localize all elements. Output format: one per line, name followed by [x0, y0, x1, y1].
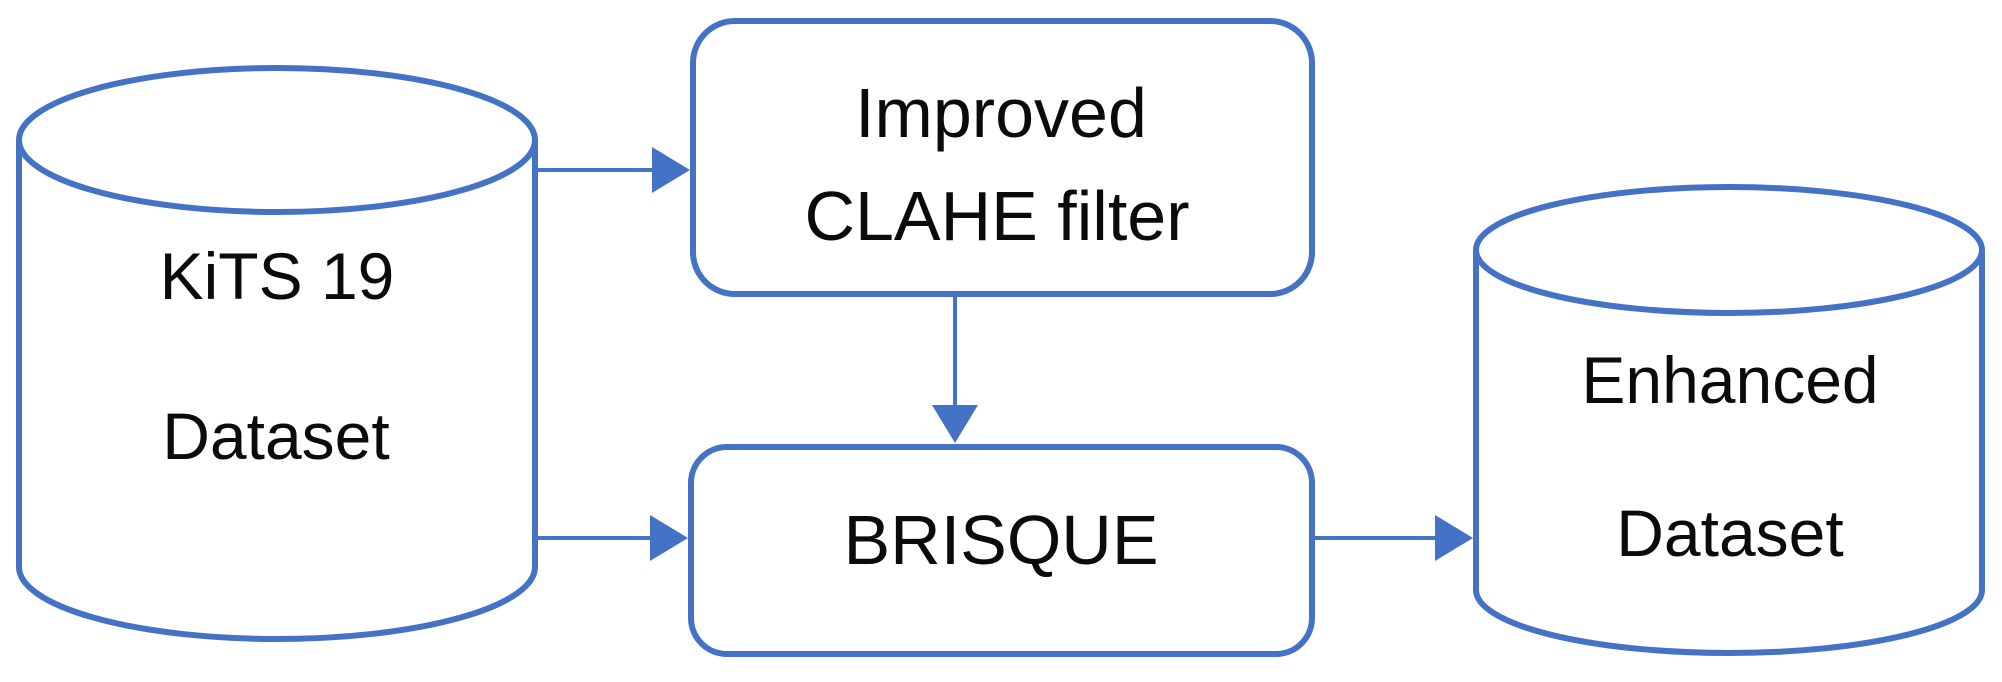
enhanced-label-line1: Enhanced [1581, 343, 1879, 417]
clahe-label-line2: CLAHE filter [804, 177, 1190, 255]
arrow-brisque-to-enhanced [1315, 515, 1473, 561]
arrow-kits19-to-brisque [538, 515, 688, 561]
brisque-box-shape [688, 444, 1315, 657]
enhanced-cylinder-shape [1473, 184, 1985, 656]
brisque-label: BRISQUE [843, 501, 1159, 579]
kits19-cylinder-shape [16, 65, 538, 642]
arrow-kits19-to-brisque-head-icon [650, 515, 688, 561]
arrow-clahe-to-brisque [932, 297, 978, 443]
arrow-kits19-to-clahe-head-icon [652, 147, 690, 193]
kits19-cylinder-top [16, 65, 538, 215]
enhanced-cylinder-top [1473, 184, 1985, 316]
kits19-cylinder-body [16, 140, 538, 642]
arrow-clahe-to-brisque-head-icon [932, 405, 978, 443]
kits19-label-line2: Dataset [162, 399, 390, 473]
enhanced-cylinder-body [1473, 250, 1985, 656]
clahe-label-line1: Improved [855, 74, 1147, 152]
kits19-label-line1: KiTS 19 [159, 239, 395, 313]
enhanced-label-line2: Dataset [1616, 496, 1844, 570]
arrow-brisque-to-enhanced-head-icon [1435, 515, 1473, 561]
clahe-box-shape [690, 18, 1315, 297]
arrow-kits19-to-clahe [538, 147, 690, 193]
